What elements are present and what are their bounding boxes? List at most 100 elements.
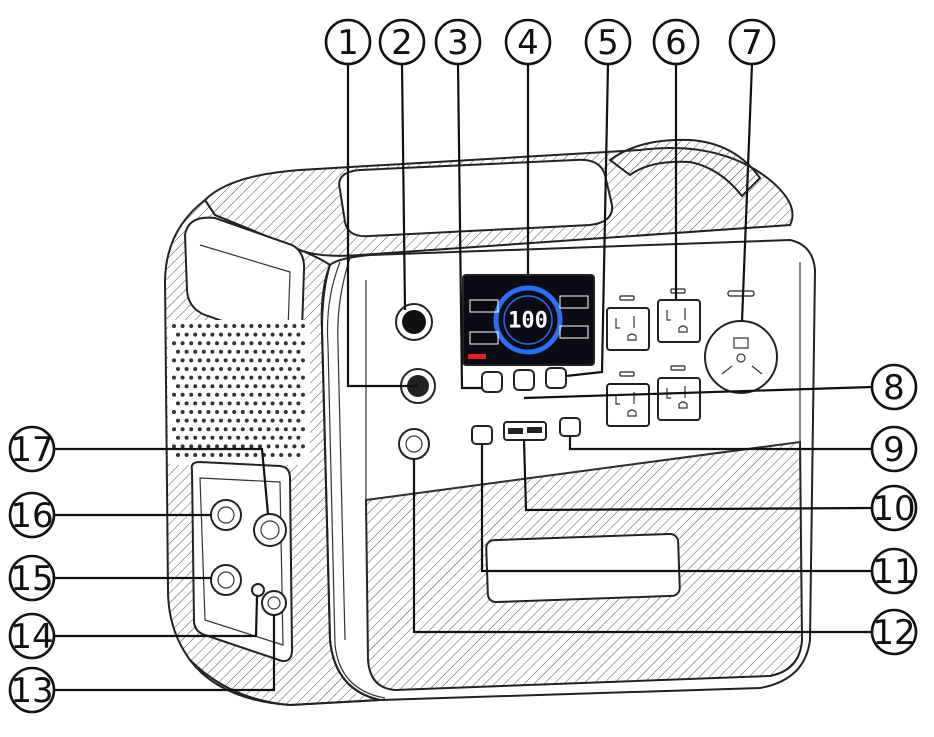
leader-line-5 [565,63,610,378]
callout-circle-15 [8,554,56,602]
callout-10: 10 [870,484,918,532]
vent-hole [172,324,176,328]
vent-hole [283,427,288,432]
vent-hole [292,358,297,363]
vent-hole [189,324,194,328]
vent-hole [215,375,219,380]
vent-hole [184,384,189,389]
vent-hole [283,341,288,346]
control-button-right [545,367,567,389]
vent-hole [210,332,215,337]
vent-hole [180,410,185,414]
vent-hole [236,332,241,337]
vent-hole [172,358,176,363]
vent-hole [236,435,241,440]
vent-hole [193,418,198,423]
vent-hole [210,349,215,354]
vent-hole [292,444,297,449]
vent-hole [176,349,180,354]
callout-circle-6 [652,18,700,66]
leader-line-1 [346,64,418,388]
vent-hole [253,401,258,406]
callout-7: 7 [728,18,776,66]
leader-line-11 [480,444,872,573]
callout-circle-8 [870,363,918,411]
vent-hole [206,358,211,363]
callout-8: 8 [870,363,918,411]
vent-hole [232,341,237,346]
vent-hole [206,410,211,414]
vent-hole [270,332,275,337]
vent-hole [201,384,206,389]
callout-number-10: 10 [872,489,915,529]
vent-hole [296,418,301,423]
side-port-17 [253,513,287,547]
vent-hole [206,444,211,449]
vent-hole [287,332,292,337]
vent-hole [215,392,219,397]
vent-hole [184,349,189,354]
vent-hole [197,427,202,432]
vent-hole [279,349,284,354]
vent-hole [292,375,297,380]
vent-hole [193,453,198,457]
vent-hole [240,375,245,380]
callout-16: 16 [8,491,56,539]
vent-hole [215,410,219,414]
vent-hole [223,392,228,397]
vent-hole [279,401,284,406]
vent-hole [275,324,280,328]
vent-hole [253,367,258,371]
vent-hole [210,401,215,406]
vent-hole [244,367,249,371]
vent-hole [253,418,258,423]
vent-hole [215,341,219,346]
vent-hole [223,375,228,380]
callout-number-17: 17 [10,430,53,470]
vent-hole [210,435,215,440]
vent-hole [189,341,194,346]
vent-hole [266,324,271,328]
callout-4: 4 [504,18,552,66]
vent-hole [180,341,185,346]
vent-hole [258,427,262,432]
vent-hole [172,427,176,432]
vent-hole [270,401,275,406]
vent-hole [249,375,254,380]
vent-hole [201,332,206,337]
callout-circle-1 [324,18,372,66]
callout-number-3: 3 [447,23,469,63]
vent-hole [262,384,266,389]
vent-hole [244,435,249,440]
top-right-handle [608,138,762,198]
vent-hole [301,427,305,432]
vent-hole [301,358,305,363]
vent-hole [301,375,305,380]
vent-hole [287,401,292,406]
vent-hole [193,332,198,337]
vent-hole [287,418,292,423]
leader-line-13 [54,615,276,692]
vent-hole [240,392,245,397]
vent-hole [296,367,301,371]
vent-hole [232,392,237,397]
vent-hole [253,435,258,440]
ac-outlet-1 [606,307,650,351]
vent-hole [219,435,223,440]
usb-c-port-right [559,417,581,437]
vent-hole [266,358,271,363]
vent-hole [258,324,262,328]
callout-3: 3 [434,18,482,66]
vent-hole [219,418,223,423]
vent-hole [287,349,292,354]
vent-hole [262,367,266,371]
callout-circle-11 [870,547,918,595]
vent-hole [266,341,271,346]
leader-line-12 [412,459,872,634]
vent-hole [266,444,271,449]
vent-hole [262,332,266,337]
vent-hole [253,349,258,354]
vent-hole [223,444,228,449]
vent-hole [201,418,206,423]
callout-12: 12 [870,608,918,656]
